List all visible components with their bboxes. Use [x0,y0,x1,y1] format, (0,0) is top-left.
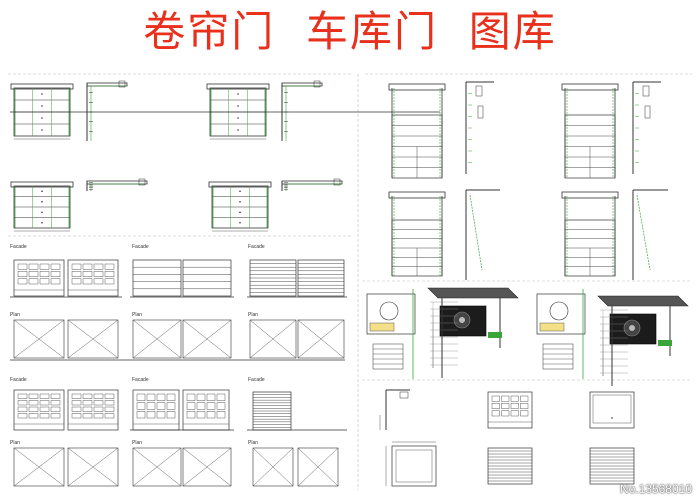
facade-slats-c-left [249,259,297,297]
facade-panels-b-left [132,259,182,297]
small-roller-door-2 [589,447,635,485]
tall-door-elevation-1 [388,83,446,179]
tall-door-section-1 [465,81,494,174]
tall-door-section-4 [632,189,668,280]
door-section-2 [281,80,323,141]
facade-label: Facade [248,377,265,383]
facade-windows-e-right [182,389,230,431]
tall-door-elevation-3 [388,191,446,277]
plan-d-right [67,447,119,487]
plan-label: Plan [10,440,20,446]
door-section-3 [86,178,148,191]
small-door-plain [589,391,635,429]
plan-b-left [132,319,182,359]
facade-label: Facade [10,377,27,383]
small-door-windows [487,391,533,429]
plan-c-left [249,319,297,359]
plan-c-right [297,319,345,359]
watermark: No.13568010 [619,482,692,496]
plan-a-left [13,319,65,359]
door-elevation-2 [206,83,270,140]
door-elevation-4 [208,181,272,232]
facade-label: Facade [132,244,149,250]
facade-windows-d-right [67,389,119,431]
plan-label: Plan [248,312,258,318]
plan-label: Plan [248,440,258,446]
door-elevation-1 [10,83,74,140]
plan-f-left [252,447,294,487]
tall-door-section-3 [465,189,500,280]
facade-panels-b-right [182,259,232,297]
facade-windows-a-left [13,259,65,297]
mechanism-3d-2 [597,295,689,386]
facade-slats-c-right [297,259,345,297]
plan-d-left [13,447,65,487]
section-dividers [8,73,692,490]
facade-label: Facade [10,244,27,250]
plan-a-right [67,319,119,359]
plan-label: Plan [132,312,142,318]
facade-label: Facade [248,244,265,250]
plan-label: Plan [132,440,142,446]
tall-door-elevation-4 [561,191,619,277]
mechanism-detail-1 [366,289,416,379]
small-roller-door-1 [487,447,533,485]
facade-slats-f [252,391,292,431]
facade-label: Facade [132,377,149,383]
page-title: 卷帘门 车库门 图库 [143,7,557,56]
door-elevation-3 [10,181,74,232]
plan-f-right [297,447,339,487]
door-section-4 [281,178,343,191]
door-section-1 [86,80,128,141]
facade-windows-a-right [67,259,119,297]
bottom-plan-detail [385,441,437,487]
facade-windows-e-left [132,389,180,431]
plan-b-right [182,319,232,359]
plan-e-right [182,447,232,487]
facade-windows-d-left [13,389,65,431]
plan-e-left [132,447,182,487]
mechanism-detail-2 [536,289,586,379]
mechanism-3d-1 [427,287,519,378]
tall-door-elevation-2 [561,83,619,179]
tall-door-section-2 [632,81,661,174]
plan-label: Plan [10,312,20,318]
bottom-section-detail [379,389,410,430]
